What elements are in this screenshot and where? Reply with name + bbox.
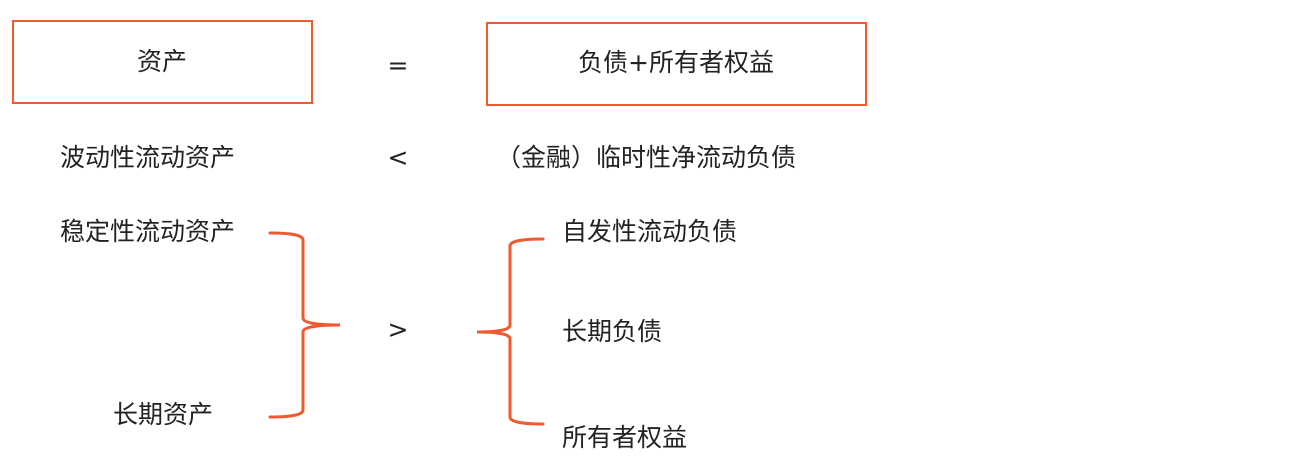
assets-box (12, 20, 313, 104)
temporary-current-liabilities: （金融）临时性净流动负债 (496, 143, 797, 172)
owners-equity: 所有者权益 (562, 423, 688, 452)
assets-label: 资产 (136, 47, 188, 76)
liabilities-equity-box (486, 22, 867, 106)
less-than-sign: < (387, 143, 409, 172)
liabilities-equity-label: 负债+所有者权益 (578, 48, 774, 77)
long-term-assets: 长期资产 (113, 400, 214, 429)
right-brace (268, 231, 341, 419)
volatile-current-assets: 波动性流动资产 (60, 143, 236, 172)
equals-sign: = (387, 51, 409, 80)
long-term-liabilities: 长期负债 (562, 317, 663, 346)
left-brace (476, 237, 545, 426)
stable-current-assets: 稳定性流动资产 (60, 217, 236, 246)
spontaneous-current-liabilities: 自发性流动负债 (562, 217, 738, 246)
greater-than-sign: > (387, 315, 409, 344)
